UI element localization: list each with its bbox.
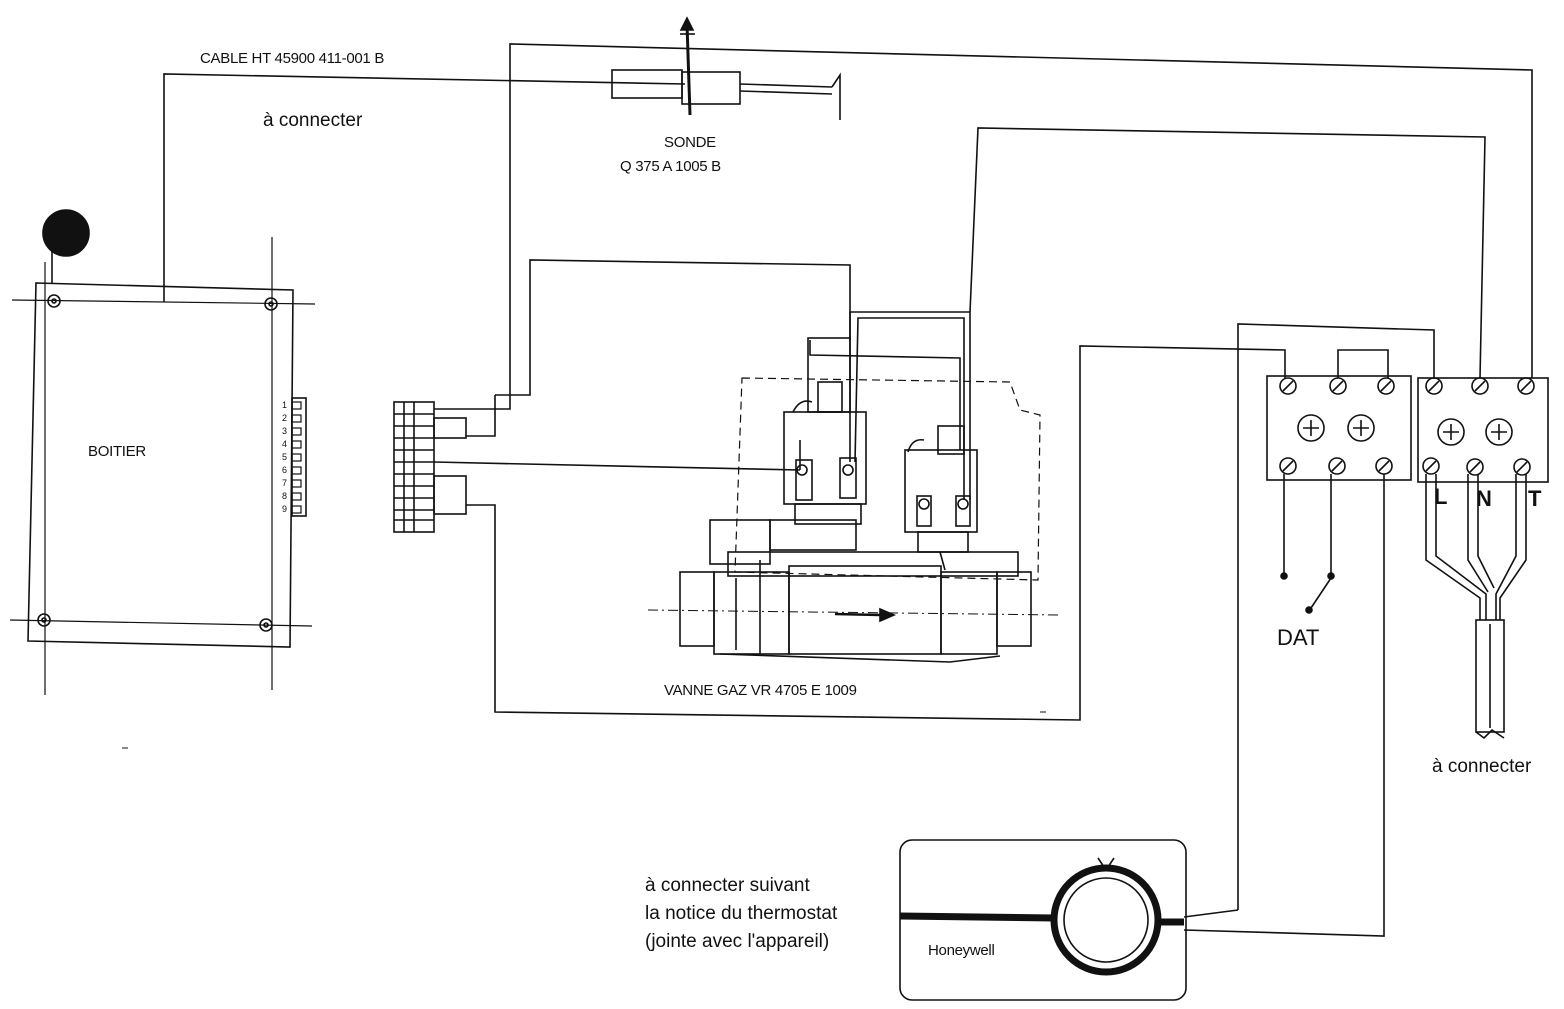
cable-label: CABLE HT 45900 411-001 B xyxy=(200,50,385,67)
terminal-n-label: N xyxy=(1476,486,1492,511)
terminal-t-label: T xyxy=(1528,486,1542,511)
thermostat-note-line-1: à connecter suivant xyxy=(645,875,810,896)
dat-label: DAT xyxy=(1277,625,1320,650)
dat-terminal-block xyxy=(1266,349,1412,614)
box-terminal-number: 9 xyxy=(282,504,288,514)
box-terminal-number: 6 xyxy=(282,465,288,475)
ground-knob xyxy=(42,209,90,257)
probe-sonde xyxy=(611,16,841,120)
box-terminal-number: 3 xyxy=(282,426,288,436)
probe-name-label: SONDE xyxy=(664,134,716,151)
thermostat-brand-label: Honeywell xyxy=(928,942,995,959)
box-terminal-number: 8 xyxy=(282,491,288,501)
box-terminal-number: 7 xyxy=(282,478,288,488)
control-box xyxy=(9,237,316,695)
connect-top-label: à connecter xyxy=(263,110,363,131)
mains-terminal-block xyxy=(1237,323,1549,910)
gas-valve xyxy=(647,311,1061,663)
box-terminal-number: 4 xyxy=(282,439,288,449)
probe-ref-label: Q 375 A 1005 B xyxy=(620,158,721,175)
thermostat xyxy=(899,839,1187,1001)
valve-label: VANNE GAZ VR 4705 E 1009 xyxy=(664,682,857,699)
terminal-l-label: L xyxy=(1434,484,1448,509)
box-terminal-number: 1 xyxy=(282,400,288,410)
thermostat-note-line-3: (jointe avec l'appareil) xyxy=(645,931,830,952)
thermostat-note-line-2: la notice du thermostat xyxy=(645,903,838,924)
box-terminal-number: 5 xyxy=(282,452,288,462)
connector-block xyxy=(393,401,467,533)
connect-right-label: à connecter xyxy=(1432,756,1532,777)
box-terminal-number: 2 xyxy=(282,413,288,423)
box-label: BOITIER xyxy=(88,443,146,460)
